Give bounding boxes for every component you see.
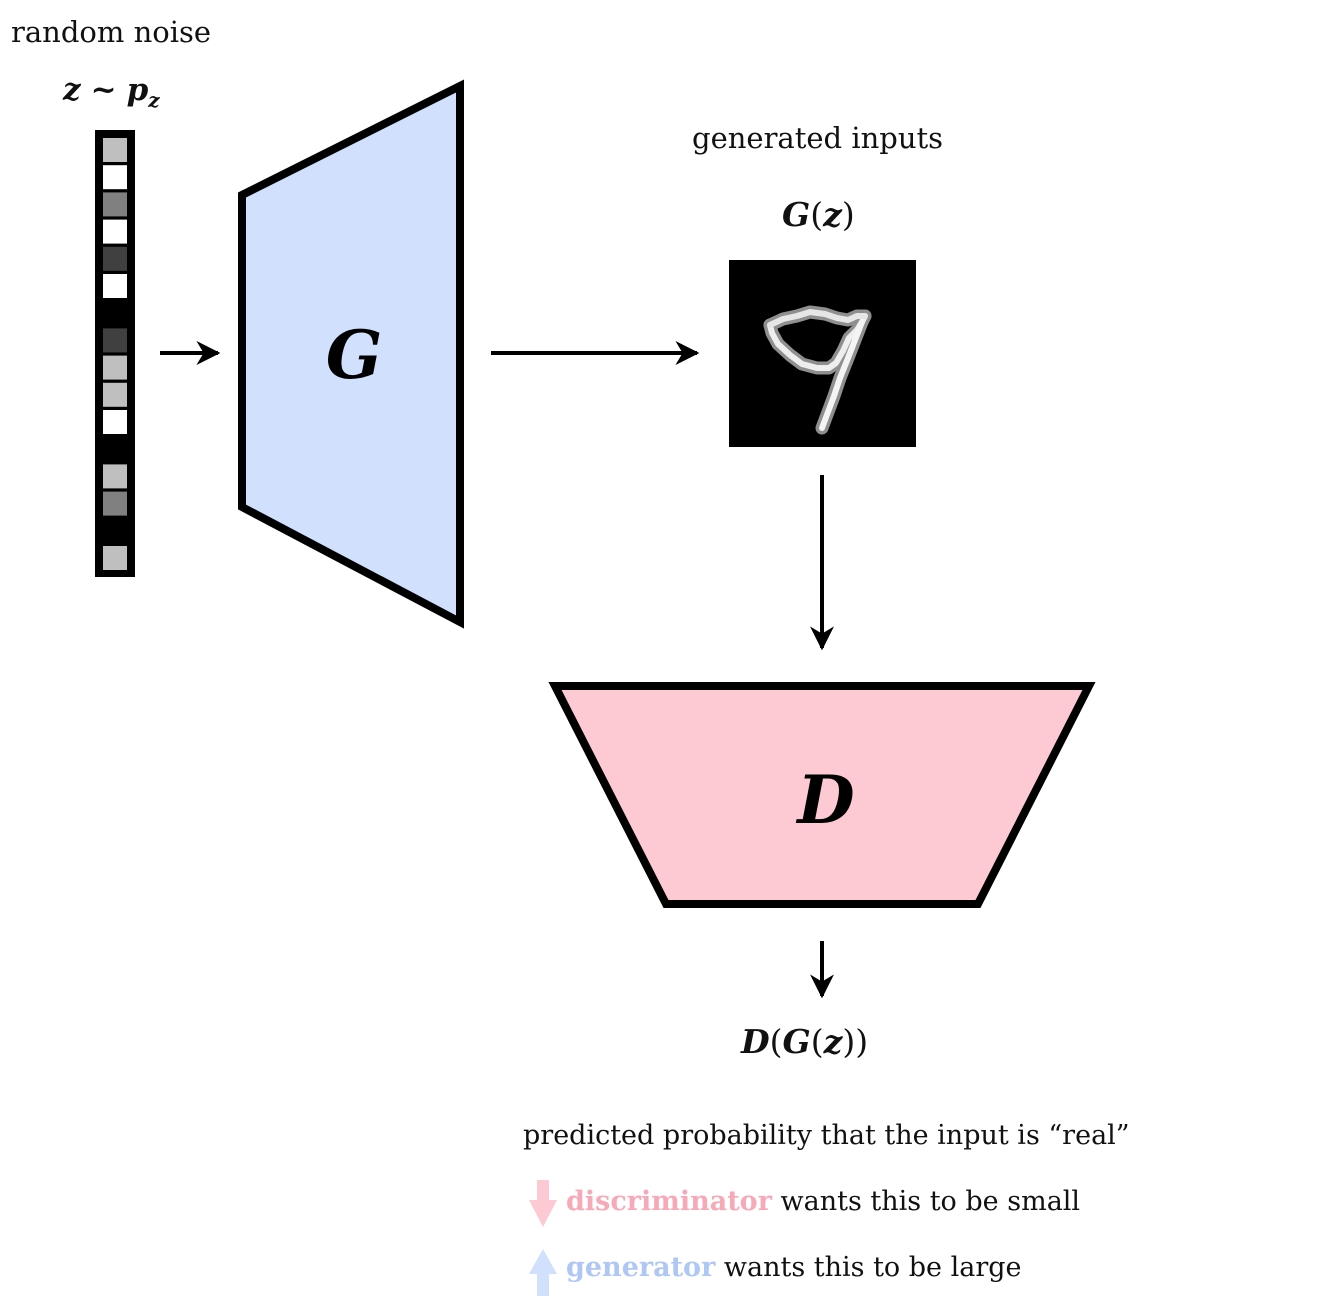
noise-cell	[103, 301, 127, 326]
discriminator-symbol: D	[795, 761, 854, 839]
noise-cell	[103, 138, 127, 162]
noise-cell	[103, 546, 127, 570]
noise-cell	[103, 382, 127, 407]
noise-cell	[103, 518, 127, 543]
down-arrow-icon	[529, 1180, 557, 1227]
discriminator-block	[548, 682, 1096, 908]
noise-vector	[95, 130, 135, 577]
generated-title: generated inputs	[692, 121, 944, 155]
output-formula: D(G(z))	[741, 1022, 869, 1061]
noise-cell	[103, 464, 127, 489]
noise-cell	[103, 192, 127, 217]
up-arrow-icon	[529, 1249, 557, 1296]
noise-cell	[103, 437, 127, 462]
generator-block	[238, 79, 464, 629]
noise-title: random noise	[11, 15, 212, 49]
generated-formula: G(z)	[782, 195, 855, 234]
legend-discriminator: discriminator wants this to be small	[566, 1186, 1081, 1217]
generator-symbol: G	[326, 316, 382, 394]
noise-cell	[103, 246, 127, 271]
generated-image	[729, 260, 916, 447]
noise-cell	[103, 274, 127, 298]
caption: predicted probability that the input is …	[523, 1120, 1130, 1151]
noise-cell	[103, 410, 127, 434]
noise-cell	[103, 355, 127, 380]
noise-cell	[103, 491, 127, 516]
noise-cell	[103, 328, 127, 353]
noise-cell	[103, 219, 127, 244]
noise-cell	[103, 165, 127, 190]
legend-generator: generator wants this to be large	[566, 1252, 1022, 1283]
noise-formula: z~pz	[63, 72, 160, 113]
